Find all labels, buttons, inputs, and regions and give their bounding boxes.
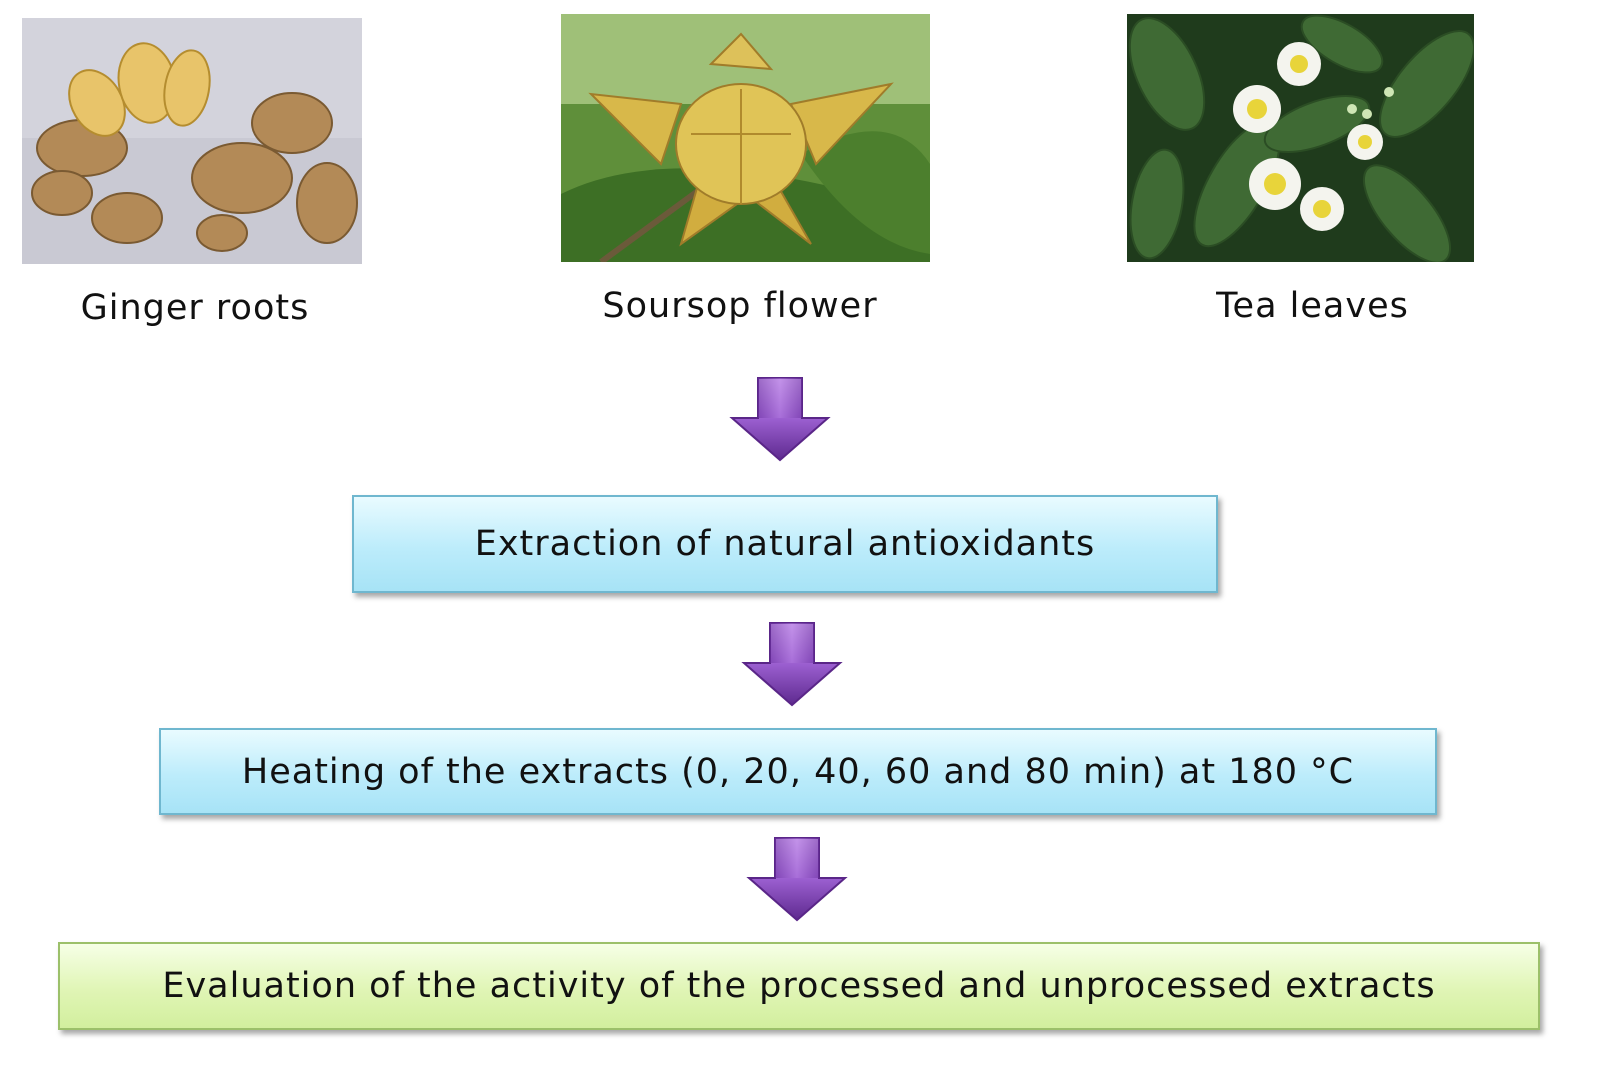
soursop-flower-caption: Soursop flower <box>602 286 878 326</box>
down-arrow-icon <box>729 377 831 462</box>
step-heating-label: Heating of the extracts (0, 20, 40, 60 a… <box>241 751 1355 792</box>
down-arrow-icon <box>746 837 848 922</box>
tea-leaves-photo <box>1127 14 1474 262</box>
step-extraction-box: Extraction of natural antioxidants <box>352 495 1218 593</box>
step-evaluation-label: Evaluation of the activity of the proces… <box>162 966 1436 1006</box>
step-evaluation-box: Evaluation of the activity of the proces… <box>58 942 1540 1030</box>
ginger-roots-caption: Ginger roots <box>80 288 310 328</box>
down-arrow-icon <box>741 622 843 707</box>
tea-leaves-caption: Tea leaves <box>1216 286 1409 326</box>
step-extraction-label: Extraction of natural antioxidants <box>474 524 1096 564</box>
soursop-flower-photo <box>561 14 930 262</box>
step-heating-box: Heating of the extracts (0, 20, 40, 60 a… <box>159 728 1437 815</box>
ginger-roots-photo <box>22 18 362 264</box>
